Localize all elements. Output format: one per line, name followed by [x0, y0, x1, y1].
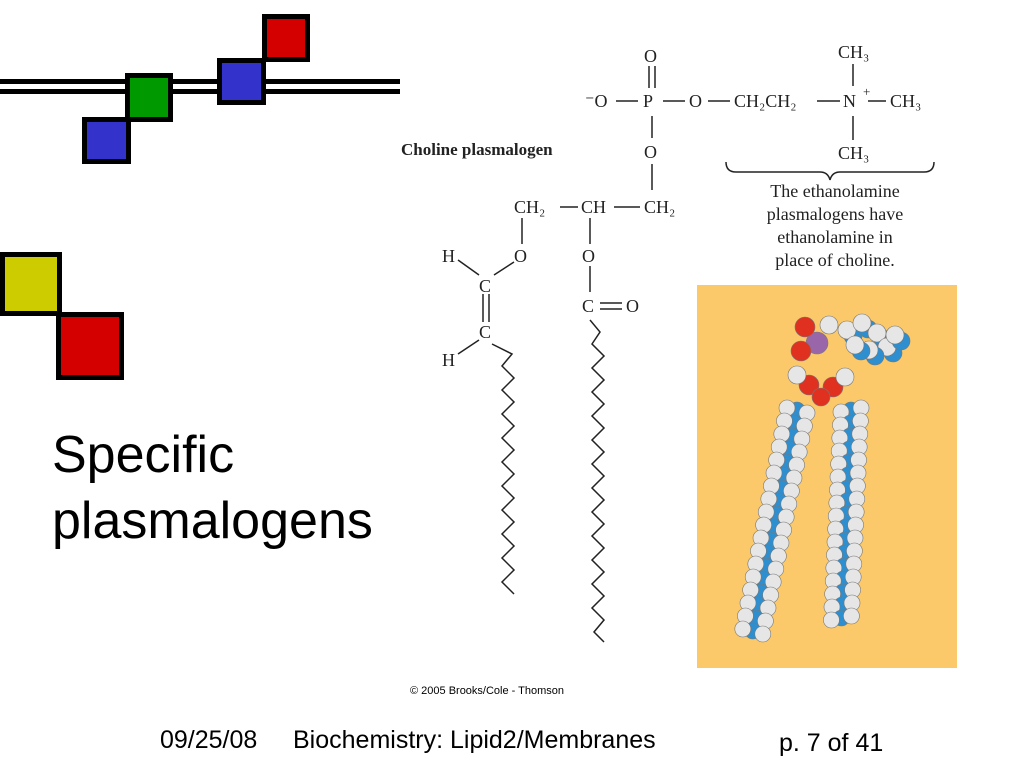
slide-title: Specific plasmalogens — [52, 422, 373, 554]
vinyl-hydrogen-top: H — [442, 246, 455, 266]
oxygen-atom — [794, 316, 816, 338]
hydrogen-atom — [835, 367, 855, 387]
carbonyl-carbon: C — [582, 296, 594, 316]
phosphorus-atom: P — [643, 91, 653, 111]
footer-course: Biochemistry: Lipid2/Membranes — [293, 726, 656, 754]
hydrogen-atom — [852, 313, 872, 333]
vinyl-carbon-top: C — [479, 276, 491, 296]
hydrogen-atom — [754, 625, 772, 643]
phosphate-bridge-oxygen: O — [689, 91, 702, 111]
note-line-3: ethanolamine in — [777, 227, 893, 247]
figure-credit: © 2005 Brooks/Cole - Thomson — [410, 685, 565, 697]
nitrogen-charge: + — [863, 84, 870, 99]
phosphate-top-oxygen: O — [644, 46, 657, 66]
oxygen-atom — [811, 387, 831, 407]
oxygen-atom — [790, 340, 812, 362]
methyl-right: CH₃ — [890, 91, 921, 111]
note-line-2: plasmalogens have — [766, 204, 904, 224]
glycerol-left-ch2: CH₂ — [514, 197, 545, 217]
hydrogen-atom — [845, 335, 865, 355]
glycerol-middle-ch: CH — [581, 197, 606, 217]
note-line-4: place of choline. — [775, 250, 895, 270]
decor-square-blue-left — [82, 117, 131, 164]
hydrogen-atom — [819, 315, 839, 335]
hydrogen-atom — [734, 620, 752, 638]
note-line-1: The ethanolamine — [770, 181, 900, 201]
hydrogen-atom — [843, 607, 860, 625]
decor-square-blue-right — [217, 58, 266, 105]
ether-oxygen: O — [514, 246, 527, 266]
decor-square-red-top — [262, 14, 310, 62]
methyl-top: CH₃ — [838, 42, 869, 62]
phosphate-bottom-oxygen: O — [644, 142, 657, 162]
ether-chain-zigzag — [491, 343, 516, 595]
glycerol-right-ch2: CH₂ — [644, 197, 675, 217]
decor-square-yellow — [0, 252, 62, 316]
space-filling-model — [697, 285, 957, 668]
nitrogen-atom: N — [843, 91, 856, 111]
slide-title-line-1: Specific — [52, 426, 235, 484]
slide-title-line-2: plasmalogens — [52, 492, 373, 550]
model-atoms — [734, 313, 911, 643]
decor-line-bottom — [0, 89, 400, 94]
ethanolamine-note: The ethanolamine plasmalogens have ethan… — [722, 180, 948, 272]
decor-line-top — [0, 79, 400, 84]
decor-square-green — [125, 73, 173, 122]
hydrogen-atom — [823, 611, 840, 629]
hydrogen-atom — [885, 325, 905, 345]
hydrogen-atom — [787, 365, 807, 385]
decor-square-red-bottom — [56, 312, 124, 380]
figure-label: Choline plasmalogen — [401, 140, 553, 159]
vinyl-hydrogen-bottom: H — [442, 350, 455, 370]
methyl-bottom: CH₃ — [838, 143, 869, 163]
brace-shape — [725, 161, 935, 181]
footer-page: p. 7 of 41 — [779, 729, 884, 757]
vinyl-carbon-bottom: C — [479, 322, 491, 342]
ester-chain-zigzag — [589, 319, 606, 643]
footer-date: 09/25/08 — [160, 726, 258, 754]
ester-oxygen: O — [582, 246, 595, 266]
ethyl-group: CH₂CH₂ — [734, 91, 797, 111]
carbonyl-oxygen: O — [626, 296, 639, 316]
phosphate-left-oxygen: ⁻O — [585, 91, 608, 111]
